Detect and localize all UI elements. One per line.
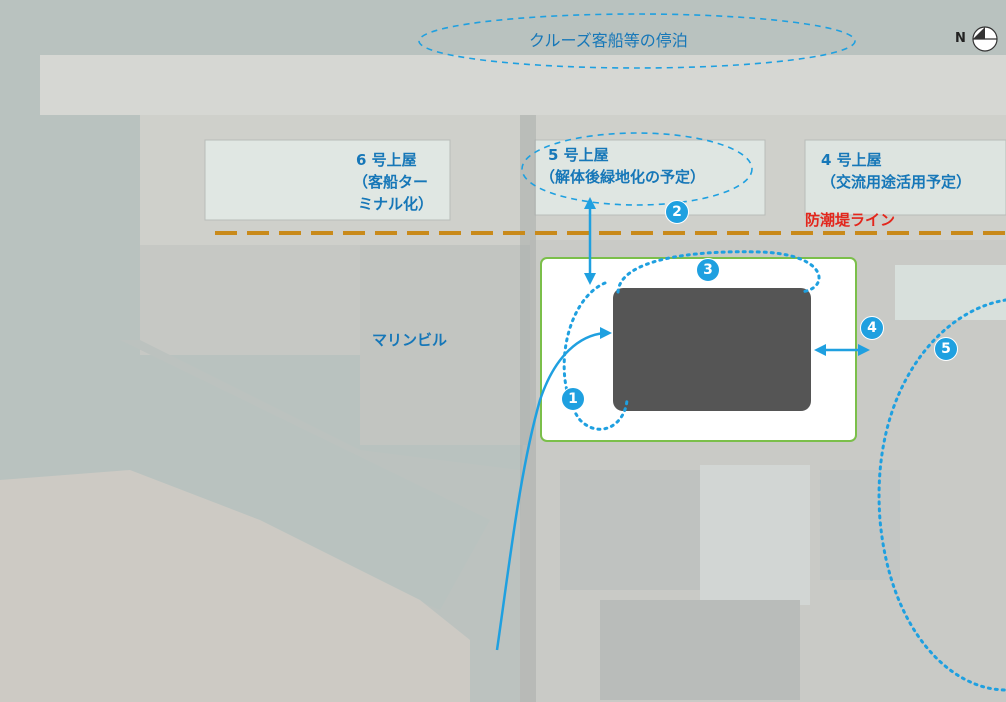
zone1-dotted: [562, 281, 629, 431]
warehouse4-label-line1: 4 号上屋: [821, 151, 882, 169]
warehouse6-label-line1: 6 号上屋: [356, 151, 417, 169]
marker-5: 5: [934, 337, 958, 361]
access-arrow-path: [495, 331, 606, 651]
warehouse4-label-line2: （交流用途活用予定）: [821, 173, 972, 191]
north-arrow-icon: [972, 26, 998, 52]
warehouse6-label-line3: ミナル化）: [358, 195, 434, 213]
marker-4: 4: [860, 316, 884, 340]
left-land-block: [140, 245, 360, 355]
warehouse-east: [895, 265, 1006, 320]
marker-1: 1: [561, 387, 585, 411]
warehouse5-link-head-up: [584, 197, 596, 209]
seawall-label: 防潮堤ライン: [805, 211, 896, 229]
warehouse-5: [534, 139, 766, 216]
warehouse6-label-line2: （客船ター: [353, 173, 429, 191]
marker-3: 3: [696, 258, 720, 282]
cruise-label: クルーズ客船等の停泊: [529, 31, 688, 50]
warehouse-6: [204, 139, 451, 221]
marine-building-label: マリンビル: [372, 331, 448, 349]
north-label: N: [955, 31, 966, 46]
warehouse4-link-head-right: [858, 344, 870, 356]
warehouse5-label-line1: 5 号上屋: [548, 146, 609, 164]
zone3-dotted: [616, 250, 821, 294]
warehouse4-link-head-left: [814, 344, 826, 356]
warehouse5-label-line2: （解体後緑地化の予定）: [540, 168, 706, 186]
cruise-zone-outline: [418, 13, 856, 69]
marine-building-block: [360, 245, 530, 445]
warehouse5-link-head-down: [584, 273, 596, 285]
warehouse5-zone-outline: [521, 132, 753, 206]
warehouse-4: [804, 139, 1006, 216]
marker-2: 2: [665, 200, 689, 224]
zone5-dotted: [877, 298, 1006, 692]
building-lower-2: [700, 465, 810, 605]
building-lower-4: [600, 600, 800, 700]
upper-quay: [40, 55, 1006, 115]
building-lower-1: [560, 470, 700, 590]
north-indicator: N: [955, 31, 966, 46]
building-lower-3: [820, 470, 900, 580]
central-building: [613, 288, 811, 411]
road: [520, 115, 536, 702]
south-pier: [0, 470, 470, 702]
access-arrow-head: [600, 327, 612, 339]
